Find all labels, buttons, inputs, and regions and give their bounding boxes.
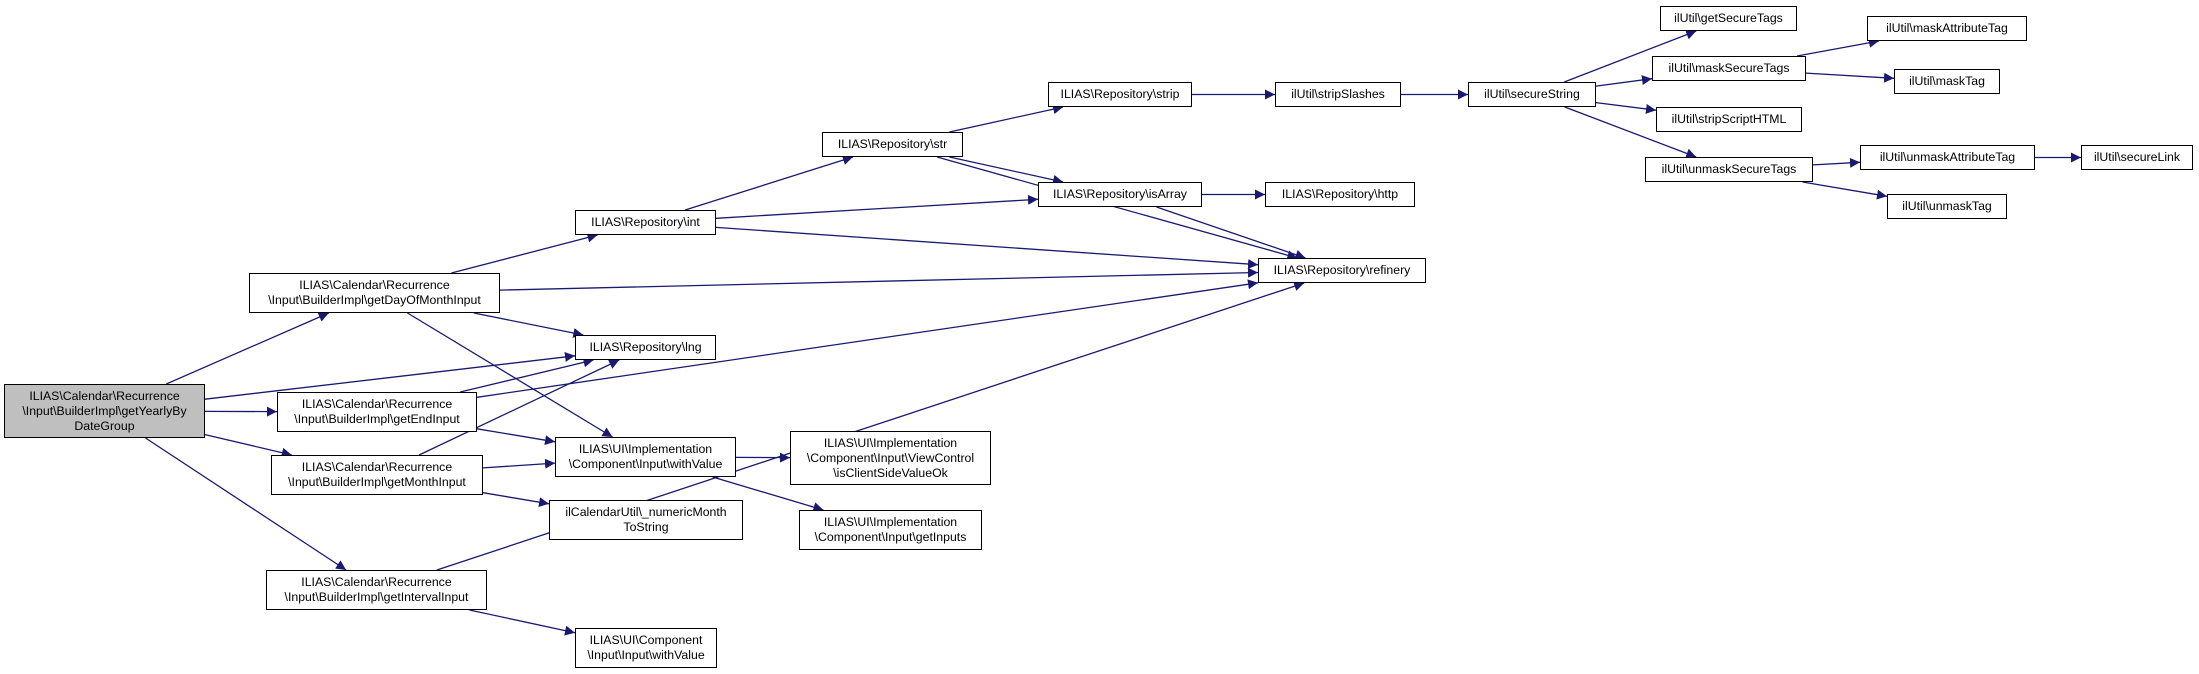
edge-getEndInput-to-implWithValue [476,428,556,446]
node-get-interval-input[interactable]: ILIAS\Calendar\Recurrence \Input\Builder… [266,570,487,610]
edge-repoStr-to-repoRefinery [936,156,1298,261]
node-unmask-tag[interactable]: ilUtil\unmaskTag [1887,194,2007,219]
edge-getDayOfMonthInput-to-implWithValue [407,312,613,438]
edge-getYearlyByDateGroup-to-getIntervalInput [145,437,347,571]
edge-implWithValue-to-getInputs [712,476,824,512]
edge-maskSecureTags-to-maskAttributeTag [1796,37,1880,57]
node-get-month-input[interactable]: ILIAS\Calendar\Recurrence \Input\Builder… [271,455,483,495]
node-is-client-side-value-ok[interactable]: ILIAS\UI\Implementation \Component\Input… [790,431,991,485]
edge-secureString-to-getSecureTags [1564,29,1697,83]
node-repository-lng[interactable]: ILIAS\Repository\lng [575,335,716,360]
node-repository-str[interactable]: ILIAS\Repository\str [822,132,963,157]
node-repository-int[interactable]: ILIAS\Repository\int [575,210,716,235]
node-repository-refinery[interactable]: ILIAS\Repository\refinery [1258,258,1426,283]
node-get-day-of-month-input[interactable]: ILIAS\Calendar\Recurrence \Input\Builder… [249,273,500,313]
edge-getDayOfMonthInput-to-repoRefinery [499,267,1259,291]
edge-repoIsArray-to-repoRefinery [1156,206,1306,260]
edge-repoStr-to-repoIsArray [949,156,1064,185]
node-unmask-secure-tags[interactable]: ilUtil\unmaskSecureTags [1645,157,1813,182]
edge-unmaskSecureTags-to-unmaskTag [1802,181,1888,200]
node-repository-http[interactable]: ILIAS\Repository\http [1265,182,1415,207]
edge-getMonthInput-to-numericMonth [482,492,550,508]
edge-secureString-to-stripScriptHTML [1595,101,1657,114]
edge-getMonthInput-to-implWithValue [482,458,556,469]
node-repository-strip[interactable]: ILIAS\Repository\strip [1048,82,1192,107]
node-secure-string[interactable]: ilUtil\secureString [1468,82,1596,107]
edge-layer [145,29,2081,636]
edge-getDayOfMonthInput-to-repoInt [451,232,598,274]
edge-repoInt-to-repoRefinery [715,226,1259,270]
edge-repoInt-to-repoStr [684,155,854,211]
node-repository-is-array[interactable]: ILIAS\Repository\isArray [1038,182,1202,207]
node-mask-tag[interactable]: ilUtil\maskTag [1894,69,2000,94]
node-mask-secure-tags[interactable]: ilUtil\maskSecureTags [1652,56,1806,81]
node-strip-slashes[interactable]: ilUtil\stripSlashes [1275,82,1401,107]
node-get-end-input[interactable]: ILIAS\Calendar\Recurrence \Input\Builder… [277,392,477,432]
node-numeric-month-to-string[interactable]: ilCalendarUtil\_numericMonth ToString [549,500,743,540]
node-unmask-attribute-tag[interactable]: ilUtil\unmaskAttributeTag [1860,145,2035,170]
edge-repoInt-to-repoIsArray [715,194,1039,219]
node-get-yearly-by-date-group: ILIAS\Calendar\Recurrence \Input\Builder… [4,384,205,438]
node-get-secure-tags[interactable]: ilUtil\getSecureTags [1660,6,1797,31]
node-get-inputs[interactable]: ILIAS\UI\Implementation \Component\Input… [799,510,982,550]
node-component-with-value[interactable]: ILIAS\UI\Component \Input\Input\withValu… [575,628,717,668]
edge-getMonthInput-to-repoLng [418,359,620,456]
edge-secureString-to-unmaskSecureTags [1564,106,1697,159]
node-secure-link[interactable]: ilUtil\secureLink [2081,145,2193,170]
edge-getIntervalInput-to-compWithValue [469,609,576,636]
node-mask-attribute-tag[interactable]: ilUtil\maskAttributeTag [1867,16,2027,41]
edge-getEndInput-to-repoRefinery [476,279,1259,398]
edge-getDayOfMonthInput-to-repoLng [473,312,584,338]
node-implementation-with-value[interactable]: ILIAS\UI\Implementation \Component\Input… [555,437,736,477]
edge-getEndInput-to-repoLng [460,357,594,393]
node-strip-script-html[interactable]: ilUtil\stripScriptHTML [1656,107,1802,132]
edge-getYearlyByDateGroup-to-getMonthInput [204,433,292,458]
edge-unmaskSecureTags-to-unmaskAttributeTag [1812,157,1861,168]
edge-secureString-to-maskSecureTags [1595,75,1653,87]
edge-maskSecureTags-to-maskTag [1805,72,1895,83]
edge-getYearlyByDateGroup-to-getDayOfMonthInput [166,312,329,385]
edge-getYearlyByDateGroup-to-repoLng [204,351,576,400]
edge-repoStr-to-repoStrip [949,104,1064,133]
